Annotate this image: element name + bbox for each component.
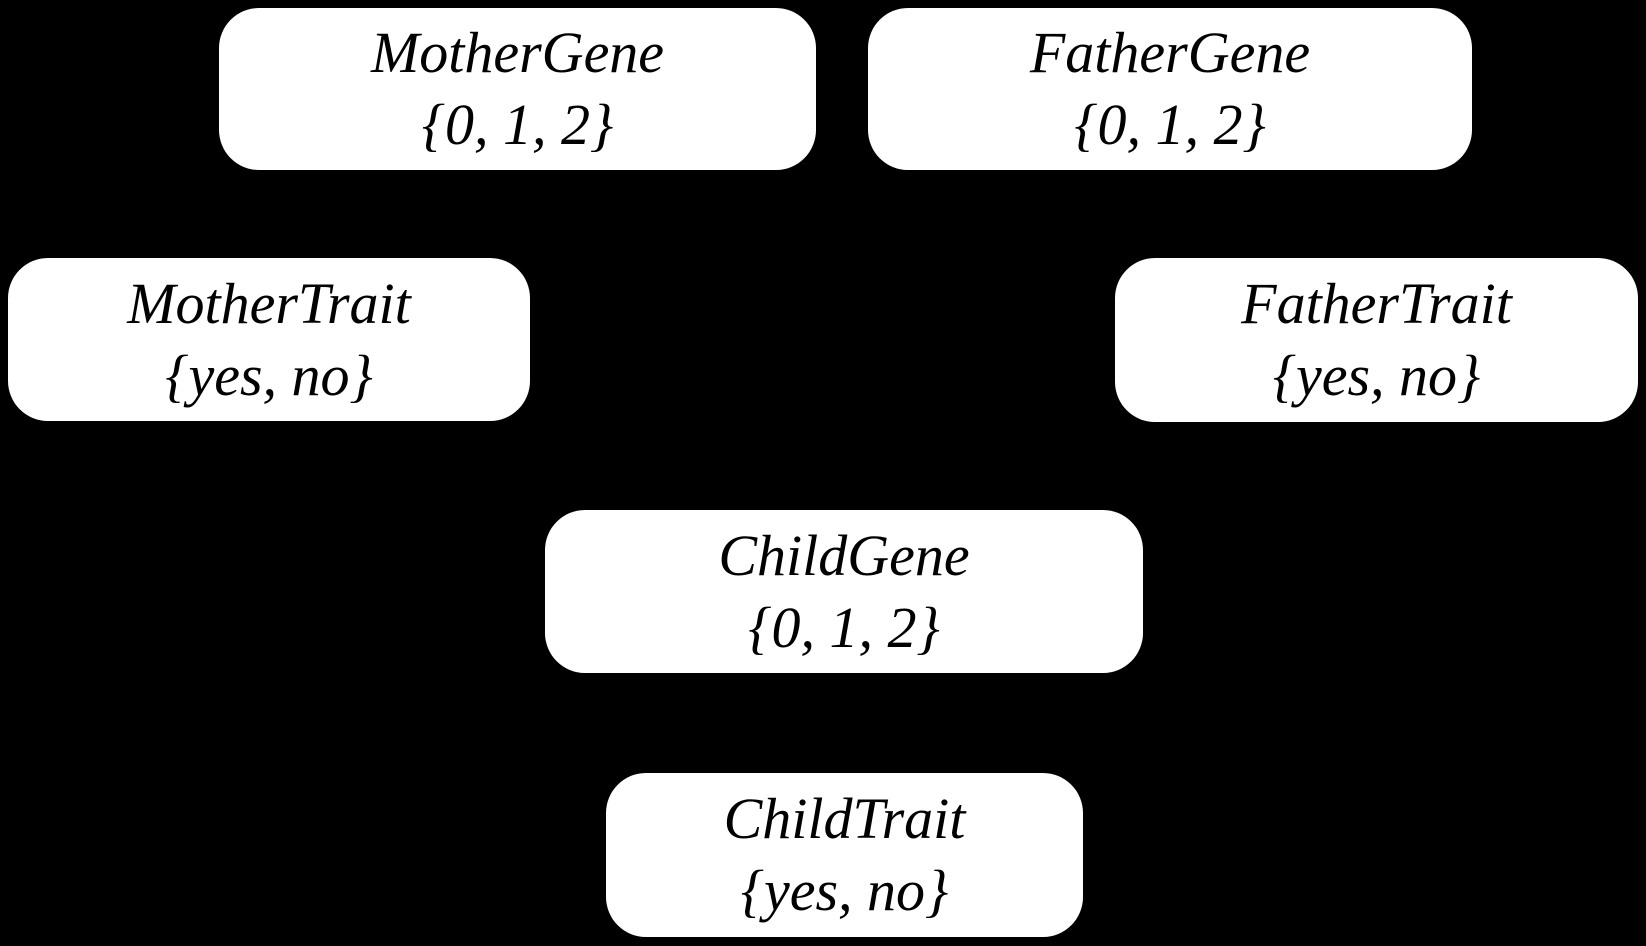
node-title: MotherTrait xyxy=(127,270,411,336)
node-title: ChildGene xyxy=(718,522,970,588)
node-domain: {0, 1, 2} xyxy=(1074,92,1266,157)
node-mother-gene: MotherGene {0, 1, 2} xyxy=(219,8,816,170)
node-title: MotherGene xyxy=(370,20,665,85)
node-domain: {yes, no} xyxy=(1272,343,1481,408)
node-domain: {0, 1, 2} xyxy=(421,92,614,157)
node-domain: {0, 1, 2} xyxy=(748,594,940,660)
node-father-trait: FatherTrait {yes, no} xyxy=(1115,258,1638,422)
node-father-gene: FatherGene {0, 1, 2} xyxy=(868,8,1472,170)
node-child-gene: ChildGene {0, 1, 2} xyxy=(545,510,1143,673)
node-title: ChildTrait xyxy=(723,786,966,851)
node-domain: {yes, no} xyxy=(740,858,949,923)
node-title: FatherGene xyxy=(1029,20,1311,85)
node-mother-trait: MotherTrait {yes, no} xyxy=(8,258,530,421)
node-title: FatherTrait xyxy=(1241,271,1512,336)
node-domain: {yes, no} xyxy=(165,342,373,408)
node-child-trait: ChildTrait {yes, no} xyxy=(606,773,1083,937)
